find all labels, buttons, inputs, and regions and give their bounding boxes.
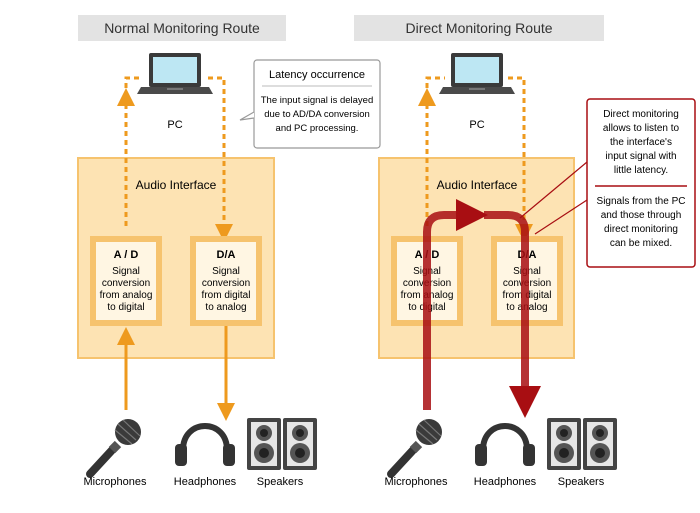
- da-block-title: D/A: [217, 249, 236, 261]
- direct-monitoring-output-arrow: [484, 211, 541, 418]
- da-block-line: from digital: [202, 290, 251, 301]
- pc-label: PC: [469, 119, 484, 131]
- direct-callout-line: allows to listen to: [603, 123, 680, 134]
- direct-callout-line: can be mixed.: [610, 238, 672, 249]
- speaker-icon: [547, 418, 581, 470]
- pc-in-dotted-line: [124, 76, 143, 97]
- da-block-line: to analog: [205, 302, 246, 313]
- direct-callout-line: little latency.: [614, 165, 668, 176]
- direct-callout-line: the interface's: [610, 137, 672, 148]
- pc-laptop-icon: [439, 53, 515, 94]
- speakers-label: Speakers: [257, 476, 304, 488]
- speakers-label: Speakers: [558, 476, 605, 488]
- normal-route-panel: Normal Monitoring Route PC Audio Interfa…: [77, 15, 381, 488]
- direct-callout-line: direct monitoring: [604, 224, 678, 235]
- headphones-icon: [175, 426, 235, 466]
- latency-callout-title: Latency occurrence: [269, 69, 365, 81]
- microphone-icon: [90, 419, 141, 474]
- headphones-label: Headphones: [474, 476, 537, 488]
- latency-callout-line: and PC processing.: [276, 123, 359, 134]
- direct-callout-line: Signals from the PC: [597, 196, 686, 207]
- microphone-icon: [391, 419, 442, 474]
- ad-block-title: A / D: [114, 249, 139, 261]
- da-block: [196, 242, 256, 320]
- da-block-line: Signal: [212, 266, 240, 277]
- pc-to-da-dotted-arrow: [508, 76, 533, 242]
- da-block-line: conversion: [202, 278, 250, 289]
- headphones-label: Headphones: [174, 476, 237, 488]
- speaker-icon: [283, 418, 317, 470]
- pc-label: PC: [167, 119, 182, 131]
- ad-block-line: to digital: [107, 302, 144, 313]
- pc-in-dotted-line: [425, 76, 445, 97]
- headphones-icon: [475, 426, 535, 466]
- speaker-icon: [583, 418, 617, 470]
- microphones-label: Microphones: [385, 476, 448, 488]
- direct-monitoring-callout: [586, 98, 696, 268]
- latency-callout-pointer: [239, 111, 255, 121]
- ad-block-line: from analog: [100, 290, 153, 301]
- latency-callout-line: due to AD/DA conversion: [264, 109, 370, 120]
- direct-monitoring-input-arrow: [423, 199, 488, 410]
- direct-callout-line: input signal with: [605, 151, 676, 162]
- direct-route-title-bar: [354, 15, 604, 41]
- latency-callout: [253, 59, 381, 149]
- direct-callout-pointer-bottom: [534, 199, 588, 235]
- pc-to-da-dotted-arrow: [208, 76, 233, 242]
- direct-callout-line: Direct monitoring: [603, 109, 679, 120]
- direct-callout-pointer-top: [519, 161, 588, 219]
- audio-interface-label: Audio Interface: [136, 178, 217, 192]
- latency-callout-line: The input signal is delayed: [261, 95, 374, 106]
- direct-callout-line: and those through: [601, 210, 682, 221]
- normal-route-title: Normal Monitoring Route: [104, 20, 260, 36]
- ad-block-line: Signal: [112, 266, 140, 277]
- direct-route-panel: Direct Monitoring Route PC Audio Interfa…: [354, 15, 696, 488]
- speaker-icon: [247, 418, 281, 470]
- audio-interface-label: Audio Interface: [437, 178, 518, 192]
- microphones-label: Microphones: [84, 476, 147, 488]
- ad-block-line: conversion: [102, 278, 150, 289]
- pc-laptop-icon: [137, 53, 213, 94]
- ad-block: [96, 242, 156, 320]
- direct-route-title: Direct Monitoring Route: [405, 20, 552, 36]
- normal-route-title-bar: [78, 15, 286, 41]
